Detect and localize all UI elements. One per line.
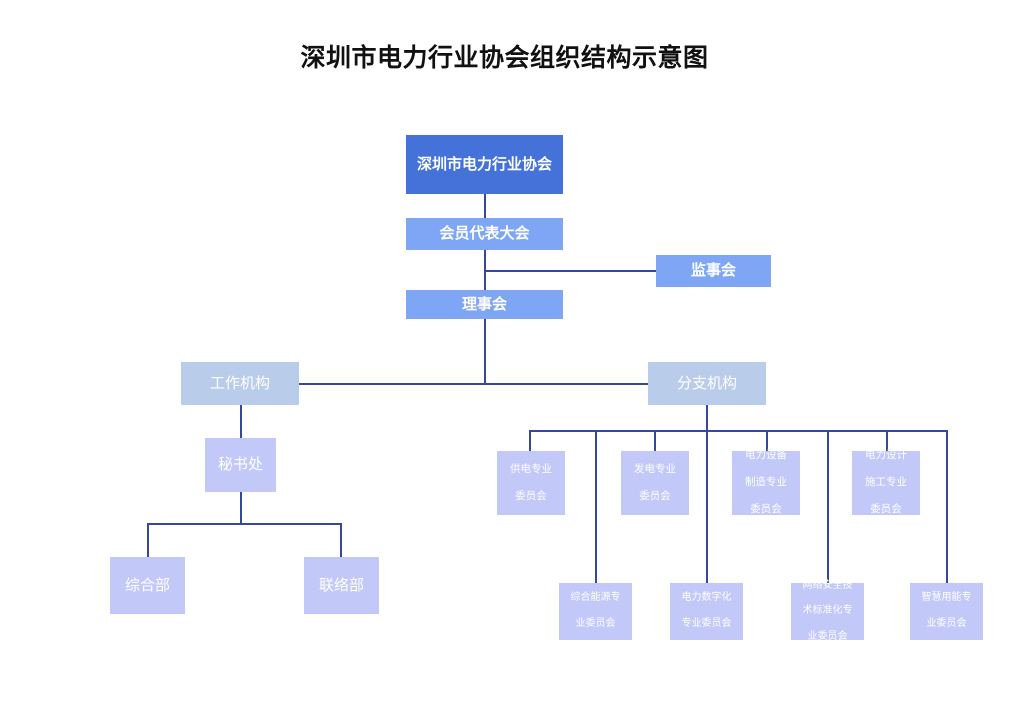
connector-root-to-assembly bbox=[484, 194, 486, 218]
node-committee-power-generation[interactable]: 发电专业 委员会 bbox=[621, 451, 689, 515]
node-committee-design-construction[interactable]: 电力设计 施工专业 委员会 bbox=[852, 449, 920, 515]
node-council[interactable]: 理事会 bbox=[406, 290, 563, 319]
node-committee-cybersecurity-standardization[interactable]: 网络安全技 术标准化专 业委员会 bbox=[791, 580, 864, 642]
connector-drop-committee-6 bbox=[706, 430, 708, 583]
node-root-association[interactable]: 深圳市电力行业协会 bbox=[406, 135, 563, 194]
node-committee-integrated-energy[interactable]: 综合能源专 业委员会 bbox=[559, 583, 632, 640]
connector-secretariat-bus bbox=[147, 523, 342, 525]
connector-drop-committee-4 bbox=[886, 430, 888, 451]
connector-secretariat-to-bus bbox=[240, 492, 242, 525]
node-general-department[interactable]: 综合部 bbox=[110, 557, 185, 614]
node-liaison-department[interactable]: 联络部 bbox=[304, 557, 379, 614]
node-secretariat[interactable]: 秘书处 bbox=[205, 438, 276, 492]
connector-drop-committee-8 bbox=[946, 430, 948, 583]
connector-drop-committee-3 bbox=[766, 430, 768, 451]
connector-drop-committee-5 bbox=[595, 430, 597, 583]
node-working-bodies[interactable]: 工作机构 bbox=[181, 362, 299, 405]
connector-branch-to-bus bbox=[706, 405, 708, 431]
connector-drop-general-dept bbox=[147, 523, 149, 557]
node-board-of-supervisors[interactable]: 监事会 bbox=[656, 255, 771, 287]
node-branch-bodies[interactable]: 分支机构 bbox=[648, 362, 766, 405]
node-committee-smart-energy-use[interactable]: 智慧用能专 业委员会 bbox=[910, 583, 983, 640]
chart-title: 深圳市电力行业协会组织结构示意图 bbox=[300, 44, 709, 72]
connector-council-to-bus bbox=[484, 319, 486, 383]
connector-drop-committee-1 bbox=[529, 430, 531, 451]
connector-drop-liaison-dept bbox=[340, 523, 342, 557]
connector-supervisors-branch bbox=[484, 270, 656, 272]
connector-committee-bus bbox=[529, 430, 947, 432]
node-committee-power-supply[interactable]: 供电专业 委员会 bbox=[497, 451, 565, 515]
node-committee-equipment-manufacturing[interactable]: 电力设备 制造专业 委员会 bbox=[732, 449, 800, 515]
connector-drop-committee-7 bbox=[827, 430, 829, 583]
node-committee-digitalization[interactable]: 电力数字化 专业委员会 bbox=[670, 583, 743, 640]
connector-mid-bus bbox=[293, 383, 656, 385]
connector-working-to-secretariat bbox=[240, 405, 242, 439]
connector-drop-committee-2 bbox=[654, 430, 656, 451]
node-members-assembly[interactable]: 会员代表大会 bbox=[406, 218, 563, 250]
